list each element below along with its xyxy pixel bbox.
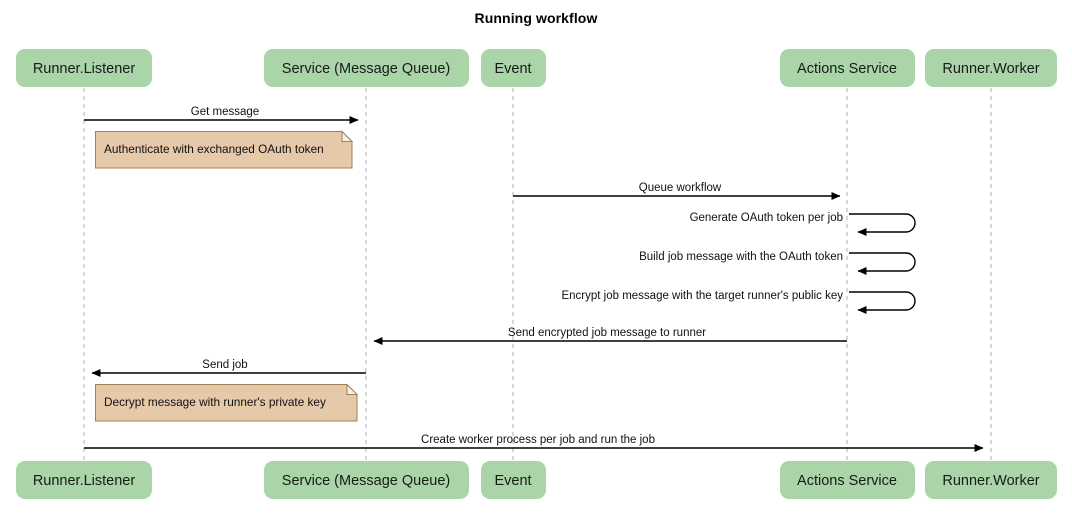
- actor-box-footer-actions-service[interactable]: [780, 461, 915, 499]
- actor-box-runner-listener[interactable]: [16, 49, 152, 87]
- message-encrypt-job-message[interactable]: Encrypt job message with the target runn…: [561, 290, 916, 314]
- actor-header-runner-listener[interactable]: Runner.Listener: [16, 49, 152, 87]
- actor-label-footer-event: Event: [494, 473, 531, 489]
- actor-box-footer-service-message-queue[interactable]: [264, 461, 469, 499]
- message-get-message[interactable]: Get message: [84, 106, 359, 124]
- message-label-generate-oauth-token-per-job: Generate OAuth token per job: [690, 212, 843, 224]
- message-create-worker-process[interactable]: Create worker process per job and run th…: [84, 434, 984, 452]
- message-selfloop-build-job-message[interactable]: [849, 252, 916, 275]
- actor-label-event: Event: [494, 61, 531, 77]
- actor-box-runner-worker[interactable]: [925, 49, 1057, 87]
- actor-label-footer-runner-worker: Runner.Worker: [942, 473, 1039, 489]
- note-fold-decrypt-private-key: [346, 383, 359, 395]
- actor-footer-service-message-queue[interactable]: Service (Message Queue): [264, 461, 469, 499]
- note-text-decrypt-private-key: Decrypt message with runner's private ke…: [104, 395, 326, 409]
- actor-label-runner-worker: Runner.Worker: [942, 61, 1039, 77]
- actor-box-footer-runner-listener[interactable]: [16, 461, 152, 499]
- note-body-authenticate-oauth: [95, 131, 353, 169]
- message-generate-oauth-token-per-job[interactable]: Generate OAuth token per job: [690, 212, 916, 236]
- message-send-job[interactable]: Send job: [91, 359, 366, 377]
- message-selfloop-encrypt-job-message[interactable]: [849, 291, 916, 314]
- actor-label-footer-service-message-queue: Service (Message Queue): [282, 473, 450, 489]
- lifelines: [83, 88, 992, 460]
- message-label-send-encrypted-job-message: Send encrypted job message to runner: [508, 327, 706, 339]
- actor-header-runner-worker[interactable]: Runner.Worker: [925, 49, 1057, 87]
- actor-label-footer-actions-service: Actions Service: [797, 473, 897, 489]
- message-selfloop-generate-oauth-token-per-job[interactable]: [849, 213, 916, 236]
- note-decrypt-private-key: Decrypt message with runner's private ke…: [95, 383, 359, 422]
- page-title: Running workflow: [474, 10, 598, 26]
- message-send-encrypted-job-message[interactable]: Send encrypted job message to runner: [373, 327, 847, 345]
- actor-header-actions-service[interactable]: Actions Service: [780, 49, 915, 87]
- note-text-authenticate-oauth: Authenticate with exchanged OAuth token: [104, 142, 324, 156]
- message-label-queue-workflow: Queue workflow: [639, 182, 722, 194]
- note-fold-authenticate-oauth: [341, 130, 354, 142]
- actor-label-service-message-queue: Service (Message Queue): [282, 61, 450, 77]
- actor-header-event[interactable]: Event: [481, 49, 546, 87]
- actor-box-service-message-queue[interactable]: [264, 49, 469, 87]
- note-authenticate-oauth: Authenticate with exchanged OAuth token: [95, 130, 354, 169]
- actor-box-footer-runner-worker[interactable]: [925, 461, 1057, 499]
- actor-header-service-message-queue[interactable]: Service (Message Queue): [264, 49, 469, 87]
- message-queue-workflow[interactable]: Queue workflow: [513, 182, 841, 200]
- actor-box-footer-event[interactable]: [481, 461, 546, 499]
- actor-label-actions-service: Actions Service: [797, 61, 897, 77]
- message-label-send-job: Send job: [202, 359, 247, 371]
- actor-footer-actions-service[interactable]: Actions Service: [780, 461, 915, 499]
- message-build-job-message[interactable]: Build job message with the OAuth token: [639, 251, 916, 275]
- actor-footer-event[interactable]: Event: [481, 461, 546, 499]
- actor-box-event[interactable]: [481, 49, 546, 87]
- message-label-build-job-message: Build job message with the OAuth token: [639, 251, 843, 263]
- actor-label-footer-runner-listener: Runner.Listener: [33, 473, 136, 489]
- actor-box-actions-service[interactable]: [780, 49, 915, 87]
- actor-footer-runner-listener[interactable]: Runner.Listener: [16, 461, 152, 499]
- message-label-encrypt-job-message: Encrypt job message with the target runn…: [561, 290, 843, 302]
- actor-footer-runner-worker[interactable]: Runner.Worker: [925, 461, 1057, 499]
- note-body-decrypt-private-key: [95, 384, 358, 422]
- actor-label-runner-listener: Runner.Listener: [33, 61, 136, 77]
- message-label-get-message: Get message: [191, 106, 259, 118]
- message-label-create-worker-process: Create worker process per job and run th…: [421, 434, 655, 446]
